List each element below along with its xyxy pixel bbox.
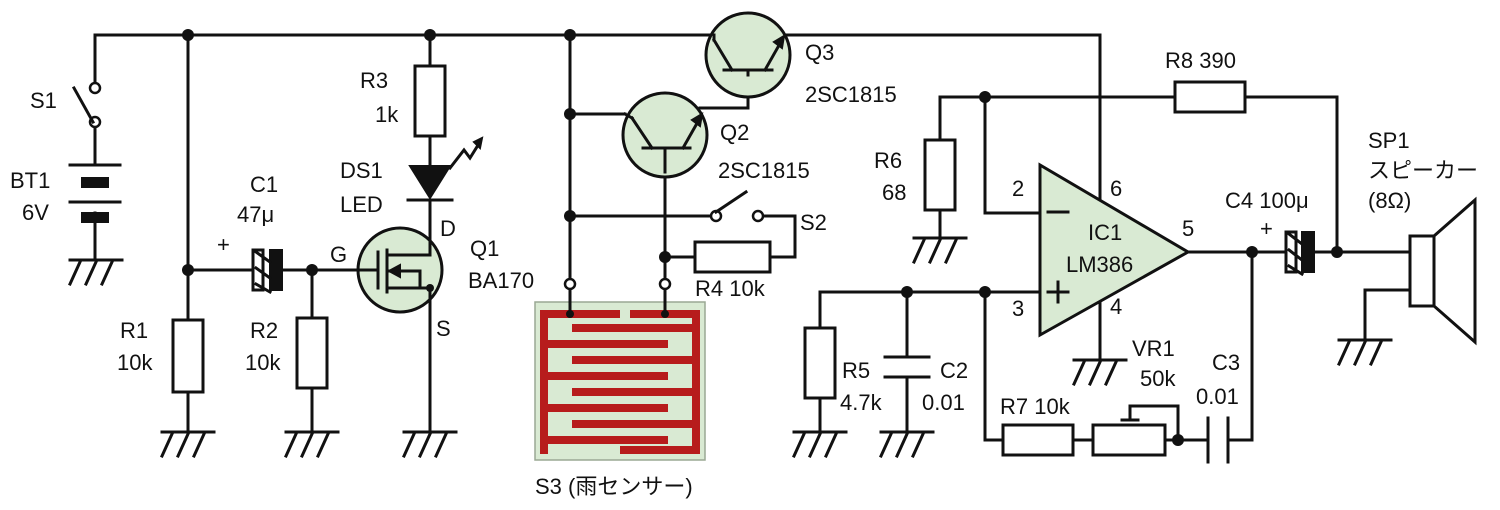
resistor-r3: [413, 64, 447, 138]
label-r2-value: 10k: [245, 350, 281, 375]
label-ds1-name: DS1: [340, 158, 383, 183]
label-c1-value: 47μ: [237, 202, 274, 227]
label-ic1-value: LM386: [1066, 252, 1133, 277]
label-q1-value: BA170: [468, 268, 534, 293]
ground-q1: [402, 430, 458, 458]
label-c2-name: C2: [940, 358, 968, 383]
ground-bt1: [68, 258, 124, 286]
junctions: [182, 29, 1343, 446]
label-r1-value: 10k: [117, 350, 153, 375]
label-q3-name: Q3: [805, 40, 834, 65]
label-q2-value: 2SC1815: [718, 158, 810, 183]
label-q1-name: Q1: [470, 236, 499, 261]
ground-sp1: [1337, 338, 1393, 366]
label-r5-value: 4.7k: [840, 390, 883, 415]
label-pin5: 5: [1182, 216, 1194, 241]
amplifier-ic1: [1038, 162, 1192, 338]
label-q2-name: Q2: [720, 120, 749, 145]
mosfet-q1: [356, 226, 444, 314]
ground-symbols: [68, 236, 1393, 458]
label-r2-name: R2: [250, 318, 278, 343]
label-q1-gate: G: [330, 242, 347, 267]
label-c4: C4 100μ: [1225, 188, 1309, 213]
label-c4-plus: +: [1260, 216, 1273, 241]
capacitor-c2: [883, 355, 931, 379]
resistor-r7: [1001, 423, 1075, 457]
label-bt1-name: BT1: [10, 168, 50, 193]
rain-sensor-s3: [534, 277, 706, 461]
label-r3-value: 1k: [375, 102, 399, 127]
resistor-r8: [1173, 80, 1247, 114]
label-c3-name: C3: [1212, 350, 1240, 375]
ground-r2: [284, 430, 340, 458]
label-s2: S2: [800, 210, 827, 235]
label-vr1-value: 50k: [1140, 366, 1176, 391]
label-q1-source: S: [436, 316, 451, 341]
resistor-r4: [693, 240, 772, 274]
switch-s1: [71, 81, 102, 129]
wires: [93, 33, 1412, 442]
label-pin4: 4: [1110, 294, 1122, 319]
label-sp1-name: SP1: [1368, 128, 1410, 153]
label-s1: S1: [30, 88, 57, 113]
label-c1-plus: +: [217, 232, 230, 257]
resistor-r1: [171, 318, 205, 394]
label-q3-value: 2SC1815: [805, 82, 897, 107]
label-r7: R7 10k: [1000, 394, 1071, 419]
resistor-r2: [295, 316, 329, 390]
label-r5-name: R5: [842, 358, 870, 383]
label-s3: S3 (雨センサー): [535, 474, 693, 499]
resistor-r6: [923, 138, 957, 212]
capacitor-c1: [251, 248, 283, 295]
capacitor-c3: [1206, 416, 1230, 464]
switch-s2: [709, 189, 765, 223]
label-r1-name: R1: [120, 318, 148, 343]
label-r6-name: R6: [874, 148, 902, 173]
label-sp1-value: スピーカー: [1368, 158, 1478, 183]
label-ic1-name: IC1: [1088, 220, 1122, 245]
label-r3-name: R3: [360, 68, 388, 93]
label-pin2: 2: [1012, 176, 1024, 201]
ground-r6: [912, 236, 968, 264]
ground-ic1: [1072, 358, 1128, 386]
led-ds1: [406, 136, 484, 202]
capacitor-c4: [1284, 230, 1315, 277]
label-pin6: 6: [1110, 176, 1122, 201]
label-ds1-value: LED: [340, 192, 383, 217]
label-q1-drain: D: [440, 216, 456, 241]
label-c2-value: 0.01: [922, 390, 965, 415]
resistor-r5: [803, 326, 837, 400]
labels: S1 BT1 6V C1 47μ + R1 10k R2 10k R3 1k D…: [10, 40, 1478, 499]
battery-bt1: [68, 163, 122, 223]
label-r8: R8 390: [1165, 48, 1236, 73]
ground-r1: [160, 430, 216, 458]
label-r6-value: 68: [882, 180, 906, 205]
speaker-sp1: [1408, 196, 1477, 346]
potentiometer-vr1: [1091, 418, 1167, 457]
label-vr1-name: VR1: [1132, 336, 1175, 361]
label-bt1-value: 6V: [22, 200, 49, 225]
transistor-q2: [621, 91, 709, 179]
label-sp1-impedance: (8Ω): [1368, 188, 1411, 213]
ground-r5: [792, 430, 848, 458]
label-c1-name: C1: [250, 172, 278, 197]
label-c3-value: 0.01: [1196, 384, 1239, 409]
transistor-q3: [704, 11, 792, 99]
label-r4: R4 10k: [695, 276, 766, 301]
ground-c2: [879, 430, 935, 458]
label-pin3: 3: [1012, 296, 1024, 321]
